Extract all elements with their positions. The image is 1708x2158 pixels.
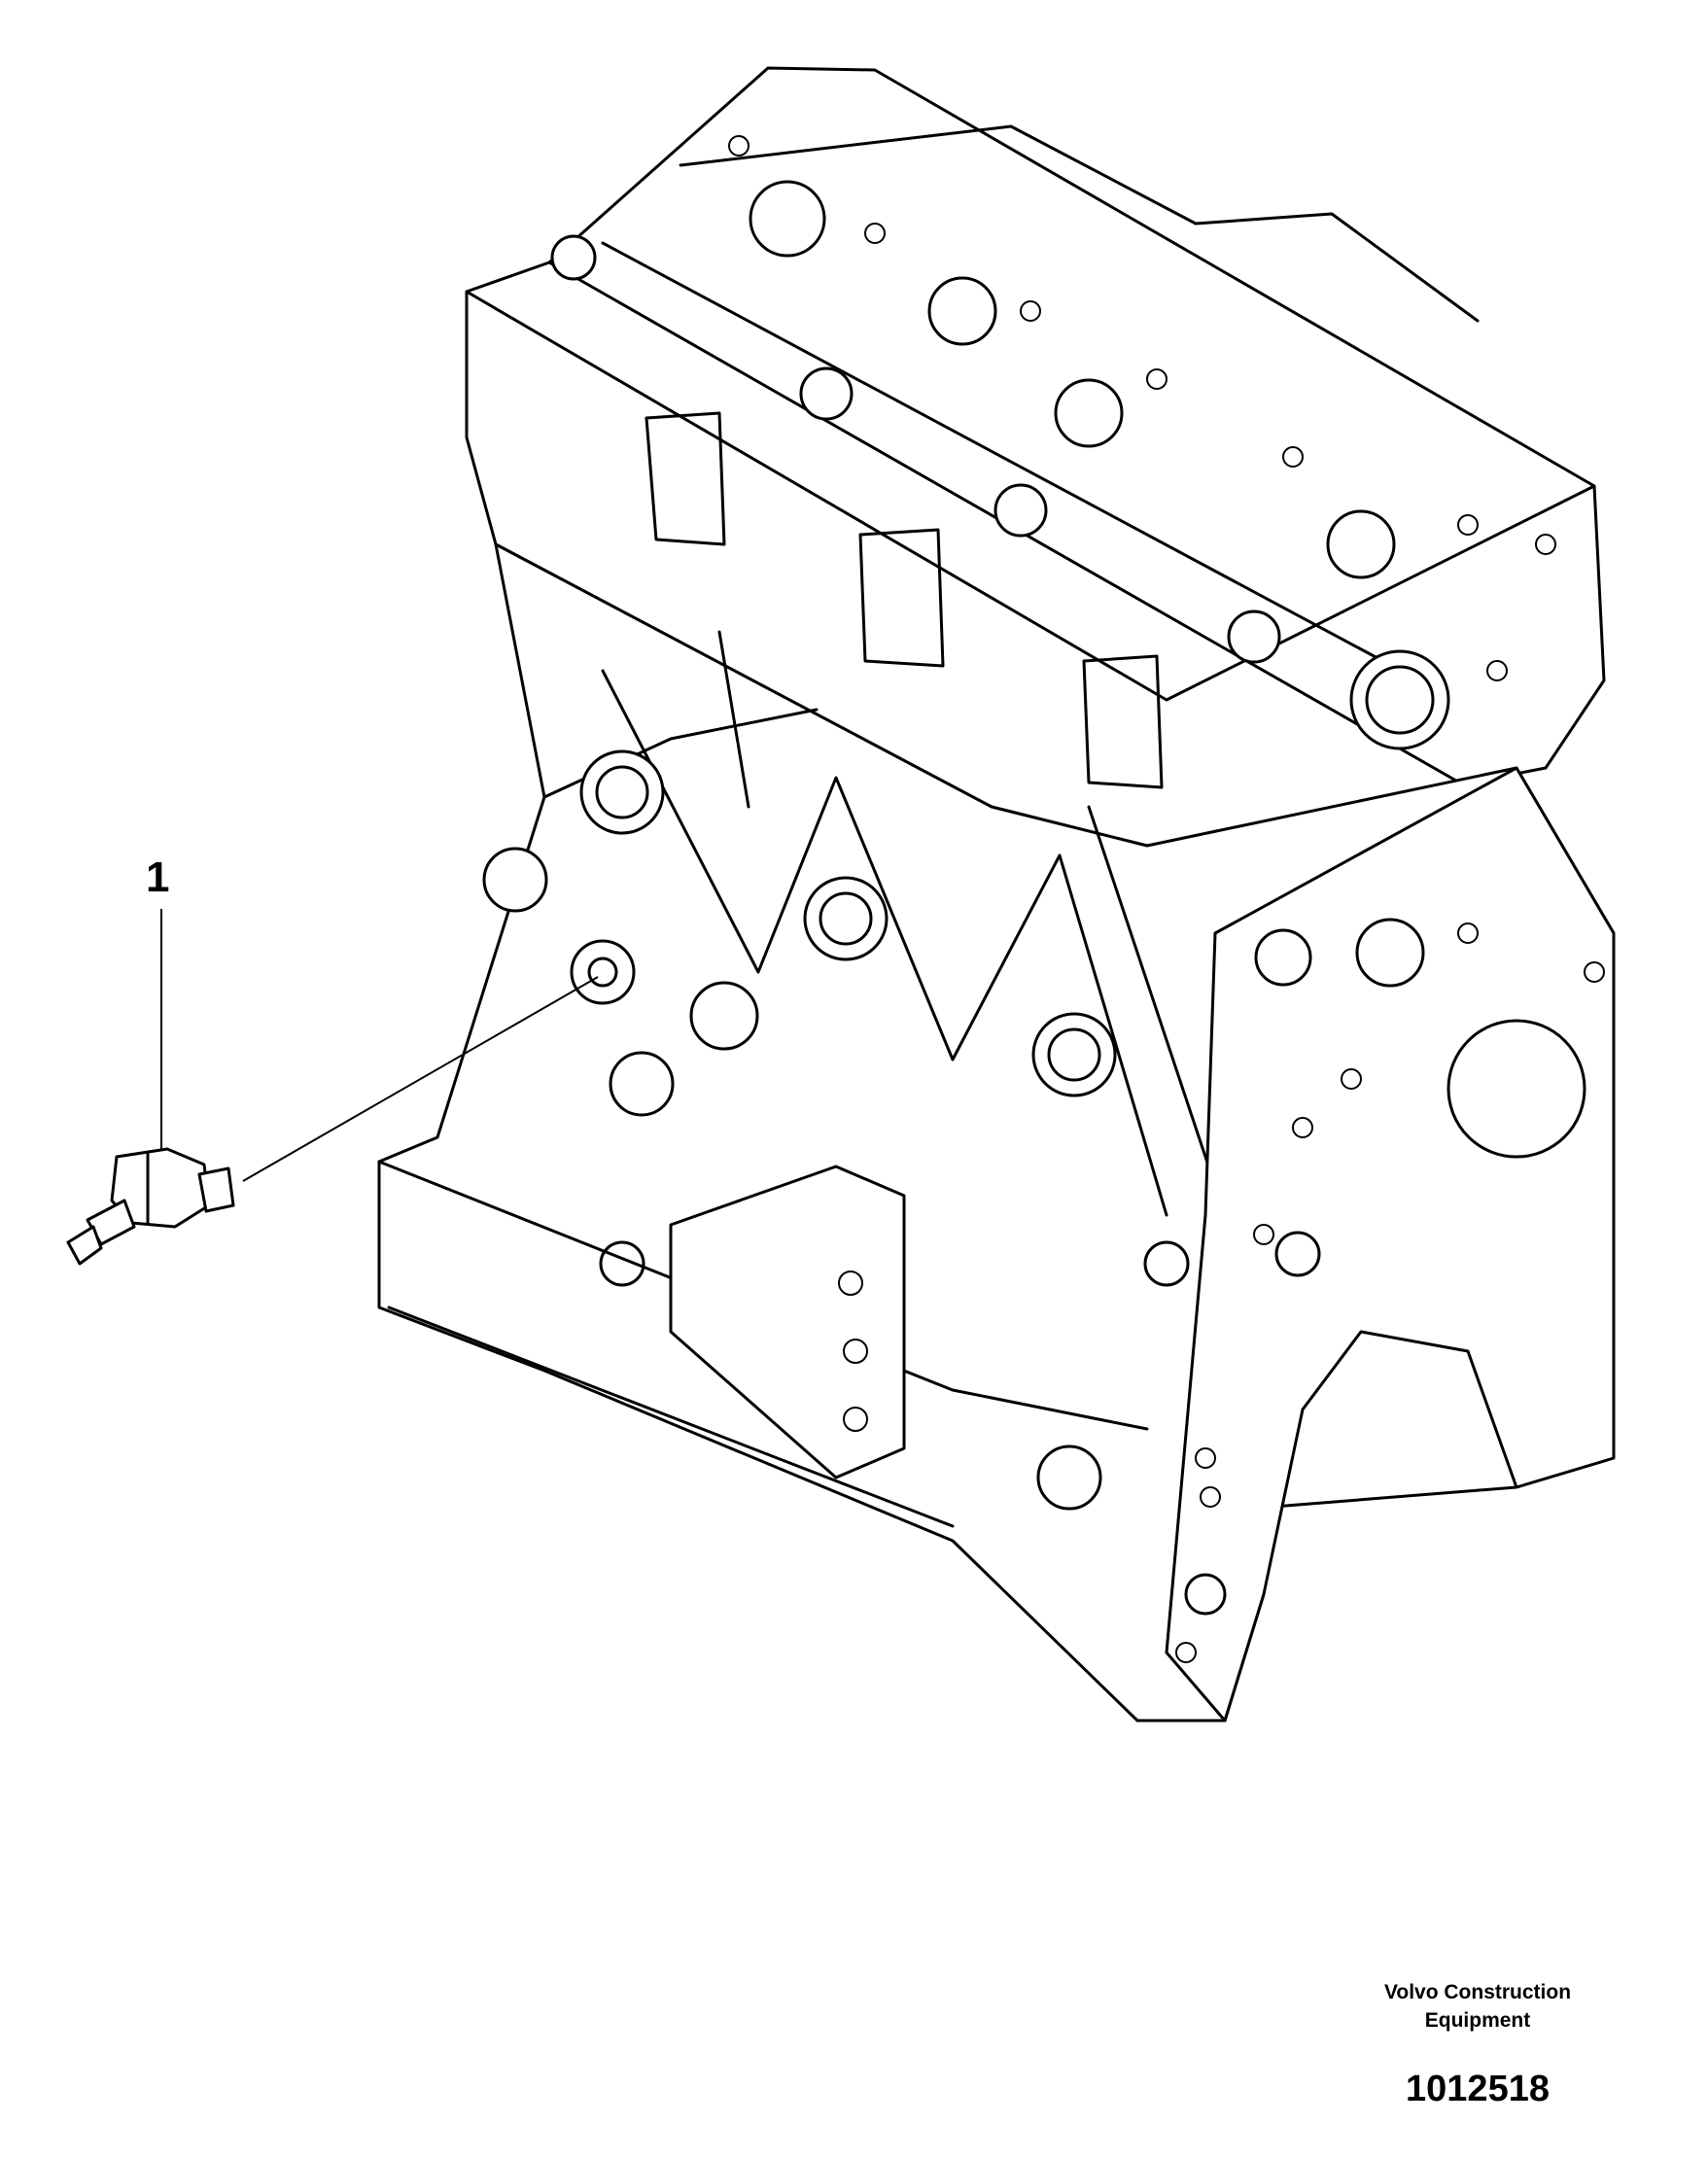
leader-line (242, 976, 599, 1182)
oil-pressure-switch (66, 1147, 235, 1266)
callout-number: 1 (146, 853, 170, 901)
gear-case-plate (1165, 766, 1616, 1723)
brand-line-2: Equipment (1424, 2009, 1531, 2032)
cylinder-head (465, 66, 1606, 848)
brand-line-1: Volvo Construction (1383, 1981, 1572, 2003)
brand-label: Volvo Construction Equipment (1332, 1978, 1623, 2035)
part-number: 1012518 (1406, 2069, 1550, 2109)
